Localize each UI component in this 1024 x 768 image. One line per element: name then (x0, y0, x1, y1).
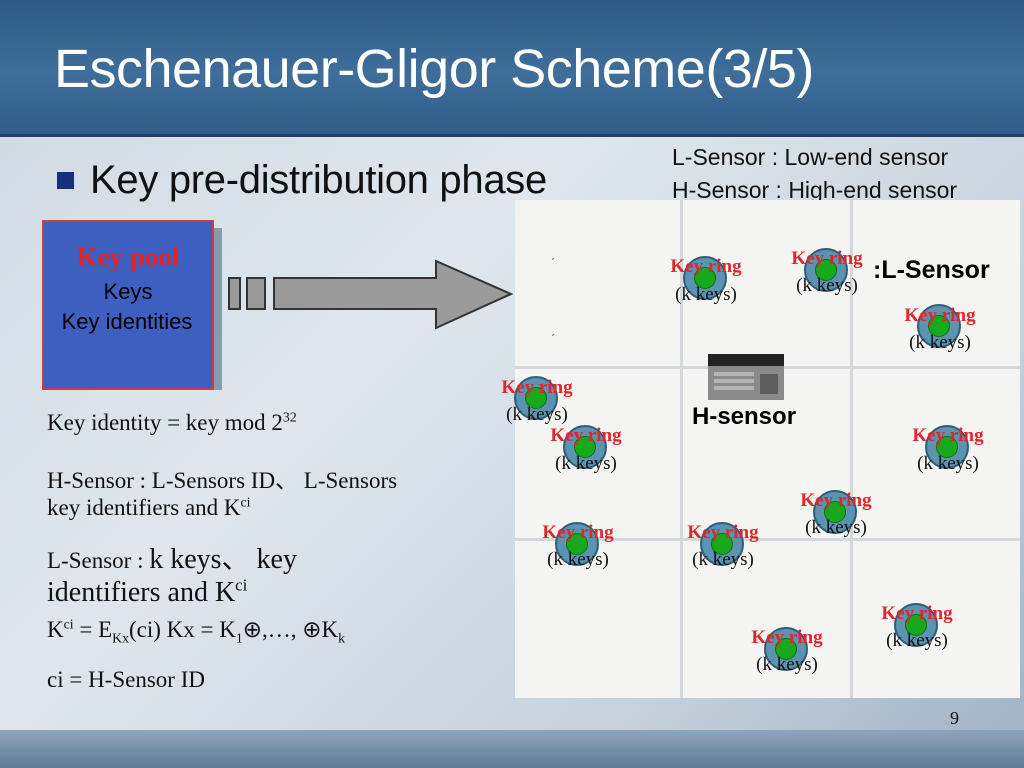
lsensor-node (514, 376, 558, 420)
node-core (775, 638, 797, 660)
k-keys-label: (k keys) (692, 549, 754, 570)
node-core (574, 436, 596, 458)
node-core (936, 436, 958, 458)
node-core (824, 501, 846, 523)
k-keys-label: (k keys) (547, 549, 609, 570)
k-keys-label: (k keys) (555, 453, 617, 474)
grid-line (850, 200, 853, 698)
distribution-arrow-icon (228, 259, 514, 330)
lsensor-node (804, 248, 848, 292)
k-keys-label: (k keys) (886, 630, 948, 651)
section-heading: Key pre-distribution phase (90, 158, 547, 202)
key-ring-label: Key ring (687, 522, 759, 543)
grid-mark: ˊ (551, 256, 555, 270)
page-number: 9 (950, 708, 959, 728)
node-core (905, 614, 927, 636)
key-ring-label: Key ring (550, 425, 622, 446)
node-core (815, 259, 837, 281)
note-key-identity: Key identity = key mod 232 (47, 409, 297, 435)
k-keys-label: (k keys) (805, 517, 867, 538)
node-core (711, 533, 733, 555)
key-ring-label: Key ring (751, 627, 823, 648)
key-ring-label: Key ring (881, 603, 953, 624)
grid-mark: ˊ (551, 332, 555, 346)
k-keys-label: (k keys) (796, 275, 858, 296)
k-keys-label: (k keys) (756, 654, 818, 675)
node-core (694, 267, 716, 289)
slide-title: Eschenauer-Gligor Scheme(3/5) (54, 39, 814, 99)
k-keys-label: (k keys) (506, 404, 568, 425)
key-ring-label: Key ring (912, 425, 984, 446)
note-hsensor-line2: key identifiers and Kci (47, 494, 251, 520)
lsensor-node (917, 304, 961, 348)
bullet-square-icon (57, 172, 74, 189)
key-ring-label: Key ring (542, 522, 614, 543)
key-ring-label: Key ring (800, 490, 872, 511)
title-bar (0, 0, 1024, 137)
lsensor-node (764, 627, 808, 671)
hsensor-label: H-sensor (692, 403, 797, 430)
node-core (928, 315, 950, 337)
note-kci-formula: Kci = EKx(ci) Kx = K1⊕,…, ⊕Kk (47, 616, 346, 646)
k-keys-label: (k keys) (675, 284, 737, 305)
key-ring-label: Key ring (904, 305, 976, 326)
key-pool-title: Key pool (76, 242, 180, 272)
lsensor-node (894, 603, 938, 647)
lsensor-node (555, 522, 599, 566)
k-keys-label: (k keys) (909, 332, 971, 353)
legend-l-sensor: L-Sensor : Low-end sensor (672, 144, 949, 170)
lsensor-node (683, 256, 727, 300)
key-pool-box: Key pool Keys Key identities (42, 220, 214, 390)
lsensor-node (813, 490, 857, 534)
note-ci-definition: ci = H-Sensor ID (47, 667, 205, 692)
grid-line (515, 538, 1020, 541)
node-ring (700, 522, 744, 566)
key-pool-identities: Key identities (61, 309, 193, 334)
key-pool-keys: Keys (103, 279, 153, 304)
sensor-device-icon (708, 354, 784, 400)
legend-h-sensor: H-Sensor : High-end sensor (672, 177, 958, 203)
note-lsensor-line2: identifiers and Kci (47, 575, 248, 608)
key-ring-label: Key ring (501, 377, 573, 398)
k-keys-label: (k keys) (917, 453, 979, 474)
note-lsensor-line1: L-Sensor : k keys、 key (47, 544, 297, 575)
key-ring-label: Key ring (791, 248, 863, 269)
grid-line (680, 200, 683, 698)
lsensor-node (925, 425, 969, 469)
bottom-band (0, 730, 1024, 768)
node-core (525, 387, 547, 409)
lsensor-node (563, 425, 607, 469)
note-hsensor-line1: H-Sensor : L-Sensors ID、 L-Sensors (47, 468, 398, 493)
node-core (566, 533, 588, 555)
lsensor-label: :L-Sensor (873, 256, 990, 284)
key-ring-label: Key ring (670, 256, 742, 277)
lsensor-node (700, 522, 744, 566)
